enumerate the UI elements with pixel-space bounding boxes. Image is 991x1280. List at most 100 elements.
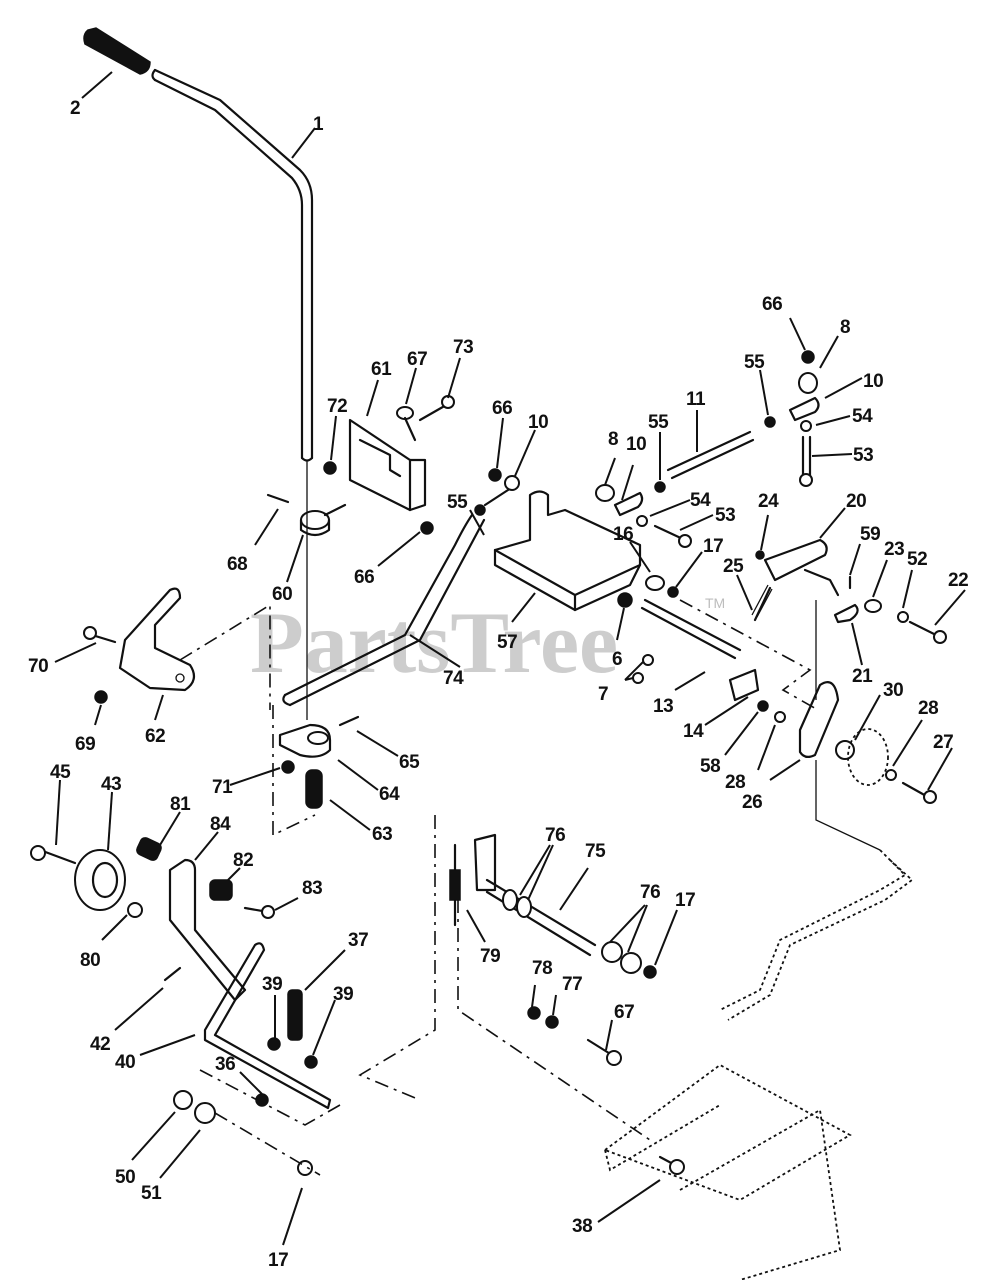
part-washer-50[interactable] xyxy=(173,1090,193,1110)
label-58: 58 xyxy=(700,756,720,777)
part-bolt-67[interactable] xyxy=(396,406,417,442)
part-arm-64[interactable] xyxy=(278,715,360,758)
part-nut-78[interactable] xyxy=(527,1006,541,1020)
part-bolt-38[interactable] xyxy=(658,1155,685,1175)
part-pulley-43[interactable] xyxy=(74,849,126,911)
part-bracket-20[interactable] xyxy=(763,538,840,597)
part-bushing-82[interactable] xyxy=(209,879,233,901)
part-shaft-13[interactable] xyxy=(640,598,742,660)
part-nut-66-bracket[interactable] xyxy=(420,521,434,535)
part-spacer-23[interactable] xyxy=(864,599,882,613)
part-bolt-27[interactable] xyxy=(901,781,937,804)
label-66-top: 66 xyxy=(762,294,782,315)
part-spring-79[interactable] xyxy=(449,843,461,927)
part-collar-60[interactable] xyxy=(299,503,347,537)
label-40: 40 xyxy=(115,1052,135,1073)
part-bushing-30[interactable] xyxy=(835,740,855,760)
part-bushing-51[interactable] xyxy=(194,1102,216,1124)
part-spacer-8-top[interactable] xyxy=(798,372,818,394)
part-link-10-mid[interactable] xyxy=(613,491,644,517)
label-45: 45 xyxy=(50,762,71,783)
label-66-bracket: 66 xyxy=(354,567,374,588)
label-10-top: 10 xyxy=(863,371,883,392)
assembly-line xyxy=(272,705,316,837)
part-nut-55-top[interactable] xyxy=(764,416,776,428)
part-arm-75[interactable] xyxy=(473,833,497,892)
part-shaft-75[interactable] xyxy=(485,878,597,957)
part-spring-25[interactable] xyxy=(751,584,773,622)
label-83: 83 xyxy=(302,878,322,899)
part-washer-77[interactable] xyxy=(545,1015,559,1029)
part-pin-68[interactable] xyxy=(266,493,290,504)
part-bellcrank-40[interactable] xyxy=(203,942,332,1110)
part-bolt-73[interactable] xyxy=(418,395,455,422)
part-nut-58[interactable] xyxy=(757,700,769,712)
part-bolt-53-mid[interactable] xyxy=(653,524,692,548)
part-bolt-70[interactable] xyxy=(83,626,117,644)
part-nut-69[interactable] xyxy=(94,690,108,704)
part-washer-54-top[interactable] xyxy=(800,420,812,432)
label-54-top: 54 xyxy=(852,406,873,427)
part-plate-26[interactable] xyxy=(798,681,840,759)
part-shift-lever[interactable] xyxy=(151,68,314,462)
part-nut-55-left[interactable] xyxy=(474,504,486,516)
part-spring-63[interactable] xyxy=(305,769,323,809)
part-nut-66-top[interactable] xyxy=(801,350,815,364)
part-shift-rod[interactable] xyxy=(282,513,486,707)
label-57: 57 xyxy=(497,632,517,653)
label-30: 30 xyxy=(883,680,903,701)
label-8-top: 8 xyxy=(840,317,850,338)
part-bushing-16[interactable] xyxy=(645,575,665,591)
assembly-line xyxy=(815,760,881,851)
label-76-right: 76 xyxy=(640,882,660,903)
part-spring-37[interactable] xyxy=(287,989,303,1041)
part-spacer-8-left[interactable] xyxy=(595,484,615,502)
part-bolt-53-top[interactable] xyxy=(799,435,813,487)
part-bolt-22[interactable] xyxy=(908,620,947,644)
part-mount-57[interactable] xyxy=(493,490,642,612)
part-bolt-45[interactable] xyxy=(30,845,77,865)
part-nut-6[interactable] xyxy=(617,592,633,608)
part-washers-76-right[interactable] xyxy=(601,941,642,974)
part-bolt-67-lower[interactable] xyxy=(586,1038,622,1066)
label-10-left: 10 xyxy=(528,412,548,433)
part-arm-14[interactable] xyxy=(728,668,760,702)
part-clip-21[interactable] xyxy=(833,603,859,624)
part-link-10-left[interactable] xyxy=(483,475,520,507)
part-nut-17-top[interactable] xyxy=(667,586,679,598)
part-nut-24[interactable] xyxy=(755,550,765,560)
label-43: 43 xyxy=(101,774,121,795)
part-nut-71[interactable] xyxy=(281,760,295,774)
part-bolt-83[interactable] xyxy=(243,905,275,919)
part-bushing-81[interactable] xyxy=(135,836,163,862)
label-71: 71 xyxy=(212,777,233,798)
part-bracket-62[interactable] xyxy=(118,587,196,692)
part-nut-39-right[interactable] xyxy=(304,1055,318,1069)
part-rod-11[interactable] xyxy=(666,430,755,480)
part-washers-76-left[interactable] xyxy=(502,889,532,918)
part-nut-17-shaft[interactable] xyxy=(643,965,657,979)
part-arm-84[interactable] xyxy=(168,858,247,1002)
part-nut-55-mid[interactable] xyxy=(654,481,666,493)
part-nut-72[interactable] xyxy=(323,461,337,475)
part-grip[interactable] xyxy=(83,27,151,75)
part-nut-80[interactable] xyxy=(127,902,143,918)
part-washer-52[interactable] xyxy=(897,611,909,623)
part-washer-54-mid[interactable] xyxy=(636,515,648,527)
label-50: 50 xyxy=(115,1167,135,1188)
part-link-10-top[interactable] xyxy=(788,396,820,422)
label-78: 78 xyxy=(532,958,552,979)
part-washer-28-right[interactable] xyxy=(885,769,897,781)
label-27: 27 xyxy=(933,732,953,753)
part-gear xyxy=(847,728,889,786)
part-pin-42[interactable] xyxy=(163,966,182,982)
label-25: 25 xyxy=(723,556,744,577)
part-shift-plate[interactable] xyxy=(348,418,427,512)
callout-labels: 2 1 66 8 10 55 54 53 11 67 73 61 72 66 1… xyxy=(28,71,969,1271)
part-nut-39-left[interactable] xyxy=(267,1037,281,1051)
part-nut-66-left[interactable] xyxy=(488,468,502,482)
label-76-left: 76 xyxy=(545,825,565,846)
part-washer-28-left[interactable] xyxy=(774,711,786,723)
label-14: 14 xyxy=(683,721,704,742)
label-80: 80 xyxy=(80,950,100,971)
